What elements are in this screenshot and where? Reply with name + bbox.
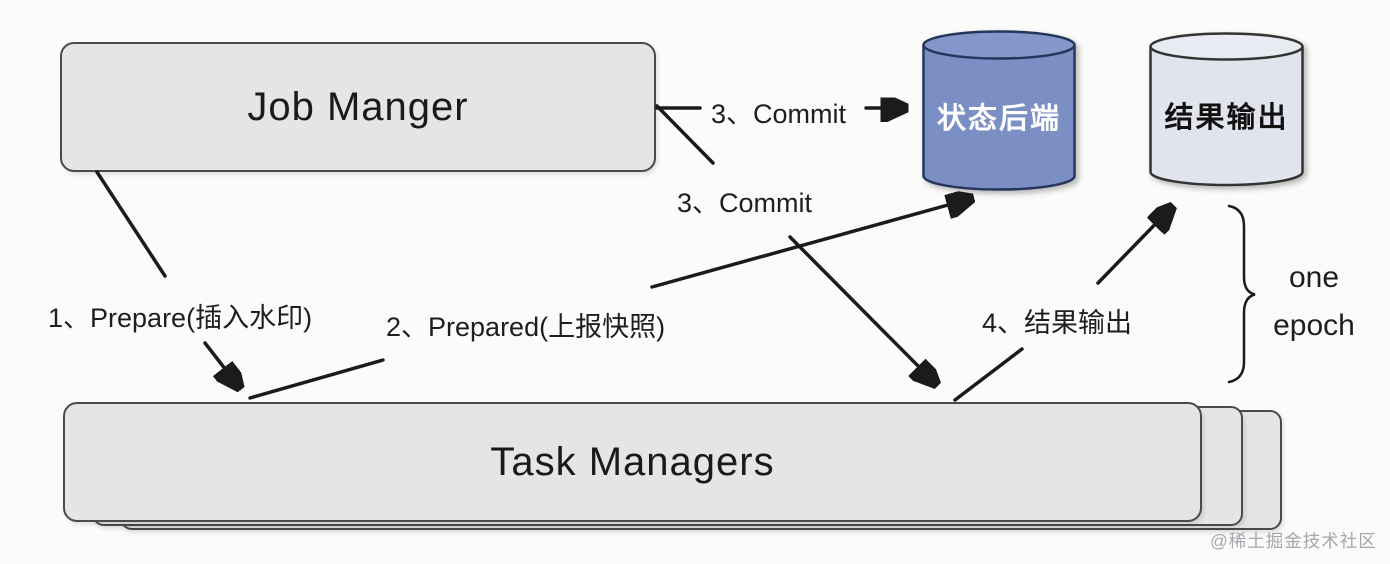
edge-label-prepared: 2、Prepared(上报快照) [386, 312, 666, 342]
state-backend-label: 状态后端 [936, 103, 1061, 135]
edge-label-result: 4、结果输出 [982, 308, 1133, 338]
result-output-label: 结果输出 [1164, 102, 1289, 134]
one-epoch-line1: one [1288, 261, 1340, 294]
database-cylinder-icon [922, 30, 1076, 191]
arrow-commit-tasks [655, 104, 932, 380]
one-epoch-brace [1227, 204, 1256, 384]
job-manager-node: Job Manger [60, 42, 656, 172]
edge-label-commit-state: 3、Commit [711, 99, 847, 129]
task-managers-node: Task Managers [63, 402, 1202, 522]
state-backend-node: 状态后端 [921, 29, 1077, 193]
task-managers-label: Task Managers [490, 439, 775, 484]
one-epoch-line2: epoch [1273, 309, 1355, 342]
database-cylinder-icon [1149, 32, 1304, 187]
watermark: @稀土掘金技术社区 [1210, 531, 1377, 551]
arrow-prepared [248, 200, 966, 400]
edge-label-commit-tasks: 3、Commit [677, 188, 813, 218]
result-output-node: 结果输出 [1148, 31, 1305, 189]
one-epoch-label: one epoch [1258, 254, 1370, 350]
arrow-prepare [95, 170, 236, 383]
edge-label-prepare: 1、Prepare(插入水印) [48, 303, 313, 333]
job-manager-label: Job Manger [247, 84, 469, 129]
